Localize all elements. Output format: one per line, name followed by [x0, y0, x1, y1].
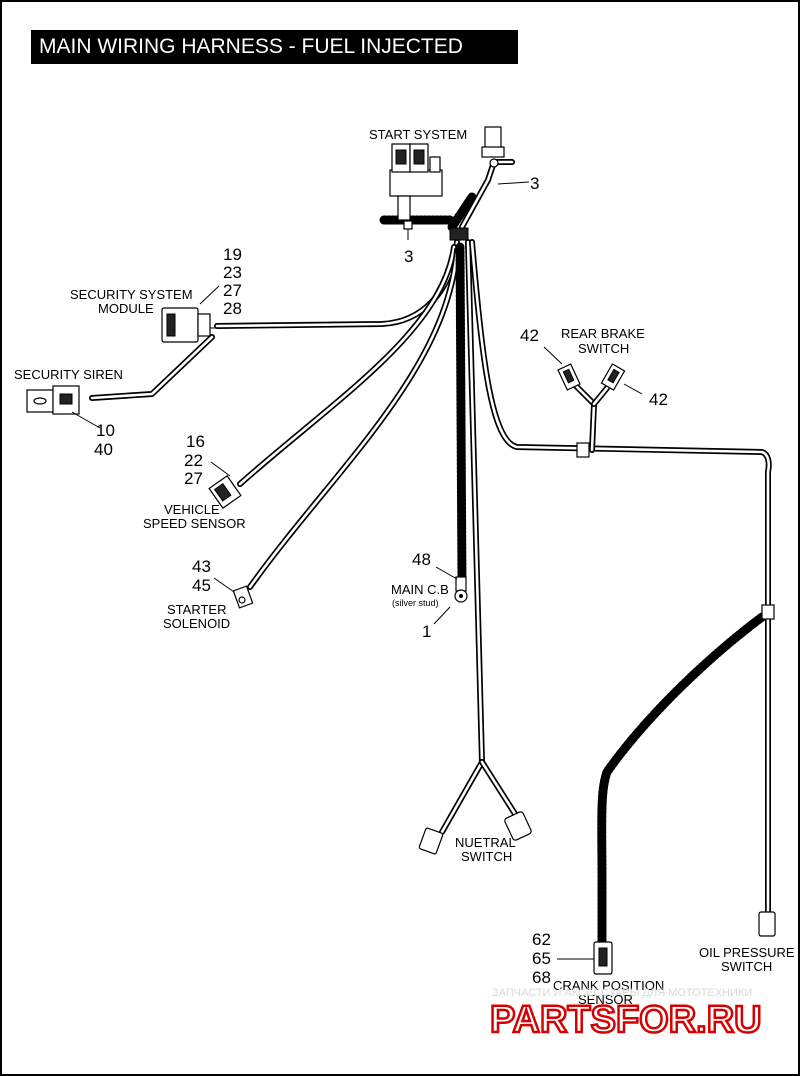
watermark: ЗАПЧАСТИ И АКСЕССУАРЫ ДЛЯ МОТОТЕХНИКИ PA… [489, 987, 763, 1042]
starter-solenoid-terminal [232, 585, 254, 609]
callout-brake-left: 42 [520, 326, 539, 345]
callout-solenoid-43: 43 [192, 557, 211, 576]
start-system-relay-block [389, 143, 443, 221]
rear-brake-switch-left [557, 363, 581, 391]
callout-speed-16: 16 [186, 432, 205, 451]
start-system-connector [481, 126, 505, 168]
callout-siren-40: 40 [94, 440, 113, 459]
label-security-module-1: SECURITY SYSTEM [70, 287, 193, 302]
watermark-brand: PARTSFOR.RU [490, 999, 762, 1041]
label-silver-stud: (silver stud) [392, 598, 439, 608]
label-security-siren: SECURITY SIREN [14, 367, 123, 382]
label-speed-sensor-1: VEHICLE [164, 502, 220, 517]
vehicle-speed-sensor [208, 475, 242, 509]
neutral-switch-terminal-left [418, 827, 444, 855]
callout-siren-10: 10 [96, 421, 115, 440]
main-cb-ring-terminal [454, 576, 468, 603]
callout-main-cb-1: 1 [422, 622, 431, 641]
label-starter-solenoid-1: STARTER [167, 602, 226, 617]
watermark-tagline: ЗАПЧАСТИ И АКСЕССУАРЫ ДЛЯ МОТОТЕХНИКИ [492, 987, 752, 999]
callout-module-23: 23 [223, 263, 242, 282]
labels: START SYSTEM 3 3 19 23 27 28 SECURITY SY… [14, 127, 795, 1007]
callout-crank-68: 68 [532, 968, 551, 987]
callout-start-bottom: 3 [404, 247, 413, 266]
callout-crank-62: 62 [532, 930, 551, 949]
label-rear-brake-2: SWITCH [578, 341, 629, 356]
diagram-title: MAIN WIRING HARNESS - FUEL INJECTED [31, 30, 518, 64]
label-neutral-switch-2: SWITCH [461, 849, 512, 864]
label-rear-brake-1: REAR BRAKE [561, 326, 645, 341]
label-start-system: START SYSTEM [369, 127, 467, 142]
callout-start-right: 3 [530, 174, 539, 193]
neutral-switch-terminal-right [504, 811, 532, 841]
label-starter-solenoid-2: SOLENOID [163, 616, 230, 631]
label-main-cb: MAIN C.B [391, 582, 449, 597]
label-crank-sensor-2: SENSOR [578, 992, 633, 1007]
brake-junction-sleeve [576, 442, 590, 458]
callout-module-28: 28 [223, 299, 242, 318]
oil-pressure-switch-terminal [758, 911, 776, 937]
rear-brake-switch-right [600, 363, 626, 391]
label-speed-sensor-2: SPEED SENSOR [143, 516, 246, 531]
harness-clamp [449, 227, 469, 241]
callout-module-27: 27 [223, 281, 242, 300]
wires [89, 159, 772, 915]
callout-speed-27: 27 [184, 469, 203, 488]
callout-brake-right: 42 [649, 390, 668, 409]
looms [379, 192, 767, 947]
label-crank-sensor-1: CRANK POSITION [553, 978, 664, 993]
callout-speed-22: 22 [184, 451, 203, 470]
security-siren [26, 385, 80, 415]
start-system-fastener [403, 220, 413, 230]
callout-solenoid-45: 45 [192, 576, 211, 595]
label-oil-pressure-1: OIL PRESSURE [699, 945, 795, 960]
oil-junction-sleeve [761, 604, 775, 620]
label-oil-pressure-2: SWITCH [721, 959, 772, 974]
security-system-module [161, 307, 211, 343]
callout-crank-65: 65 [532, 949, 551, 968]
callout-main-cb-48: 48 [412, 550, 431, 569]
label-security-module-2: MODULE [98, 301, 154, 316]
crank-position-sensor [593, 941, 613, 975]
callout-module-19: 19 [223, 245, 242, 264]
label-neutral-switch-1: NUETRAL [455, 835, 516, 850]
